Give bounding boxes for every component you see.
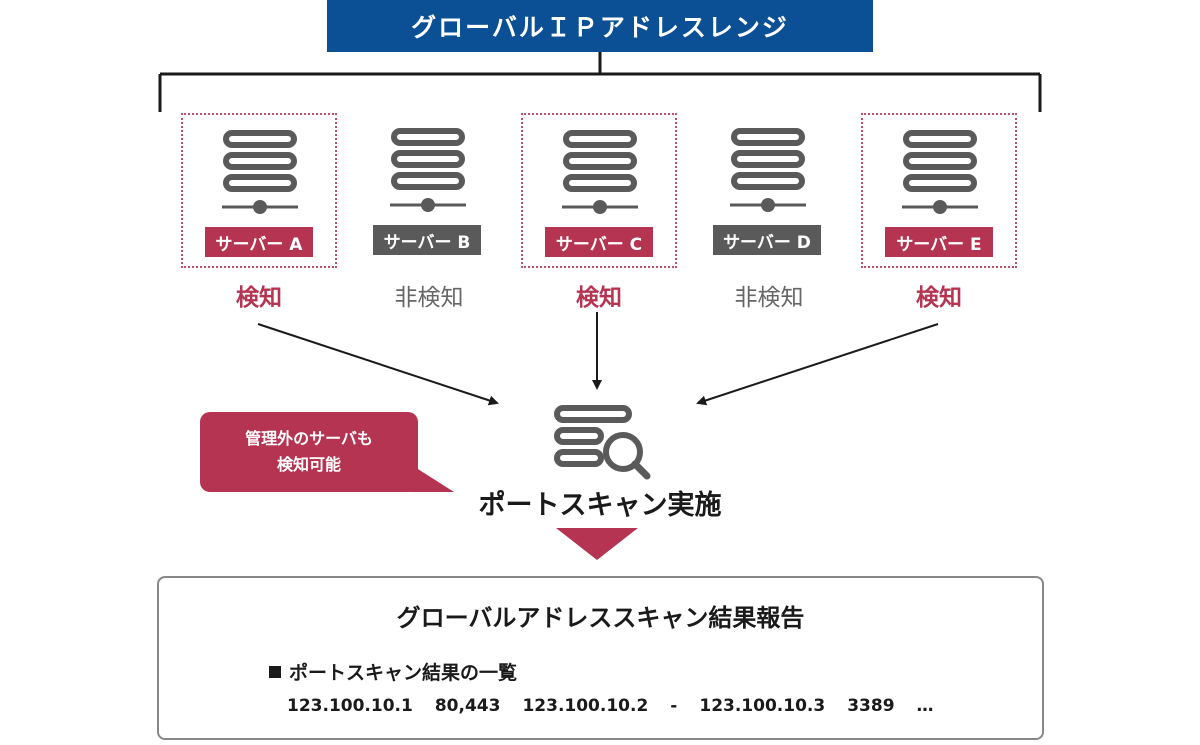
server-search-icon xyxy=(554,405,651,480)
report-subhead-text: ポートスキャン結果の一覧 xyxy=(289,662,518,684)
server-card-a: サーバー A xyxy=(181,113,337,268)
scan-report-box: グローバルアドレススキャン結果報告 ポートスキャン結果の一覧 123.100.1… xyxy=(157,576,1044,740)
result-ports-2: - xyxy=(670,696,678,716)
server-card-e: サーバー E xyxy=(861,113,1017,268)
callout-line-1: 管理外のサーバも xyxy=(245,429,373,448)
result-ip-2: 123.100.10.2 xyxy=(522,696,649,716)
server-card-b: サーバー B xyxy=(351,113,507,268)
server-label-c: サーバー C xyxy=(545,227,653,257)
ip-range-title: グローバルＩＰアドレスレンジ xyxy=(411,13,789,42)
arrow-from-server-e xyxy=(696,323,939,406)
result-ip-3: 123.100.10.3 xyxy=(699,696,826,716)
arrow-from-server-a xyxy=(257,323,499,406)
report-subhead: ポートスキャン結果の一覧 xyxy=(269,658,517,685)
server-card-d: サーバー D xyxy=(691,113,847,268)
status-server-c: 検知 xyxy=(576,285,622,311)
status-server-d: 非検知 xyxy=(734,285,804,311)
server-card-c: サーバー C xyxy=(521,113,677,268)
server-label-a: サーバー A xyxy=(205,227,313,257)
ip-range-header: グローバルＩＰアドレスレンジ xyxy=(327,0,873,52)
callout-line-2: 検知可能 xyxy=(276,455,341,474)
server-label-d: サーバー D xyxy=(713,225,821,255)
server-label-b: サーバー B xyxy=(373,225,481,255)
callout-tail xyxy=(410,464,454,492)
server-rack-icon xyxy=(390,128,466,212)
server-rack-icon xyxy=(222,130,298,214)
result-ports-3: 3389 xyxy=(847,696,895,716)
server-label-e: サーバー E xyxy=(885,227,993,257)
report-title: グローバルアドレススキャン結果報告 xyxy=(396,604,805,632)
callout-bubble: 管理外のサーバも 検知可能 xyxy=(200,412,418,492)
result-ports-1: 80,443 xyxy=(434,696,501,716)
status-server-b: 非検知 xyxy=(394,285,464,311)
server-rack-icon xyxy=(730,128,806,212)
server-rack-icon xyxy=(562,130,638,214)
result-ellipsis: … xyxy=(916,696,934,716)
status-server-a: 検知 xyxy=(236,285,282,311)
square-bullet-icon xyxy=(269,665,281,678)
status-server-e: 検知 xyxy=(916,285,962,311)
scan-results-line: 123.100.10.1 80,443 123.100.10.2 - 123.1… xyxy=(287,696,956,716)
server-rack-icon xyxy=(902,130,978,214)
port-scan-title: ポートスキャン実施 xyxy=(478,490,722,521)
result-ip-1: 123.100.10.1 xyxy=(287,696,413,716)
down-triangle-icon xyxy=(556,528,638,560)
